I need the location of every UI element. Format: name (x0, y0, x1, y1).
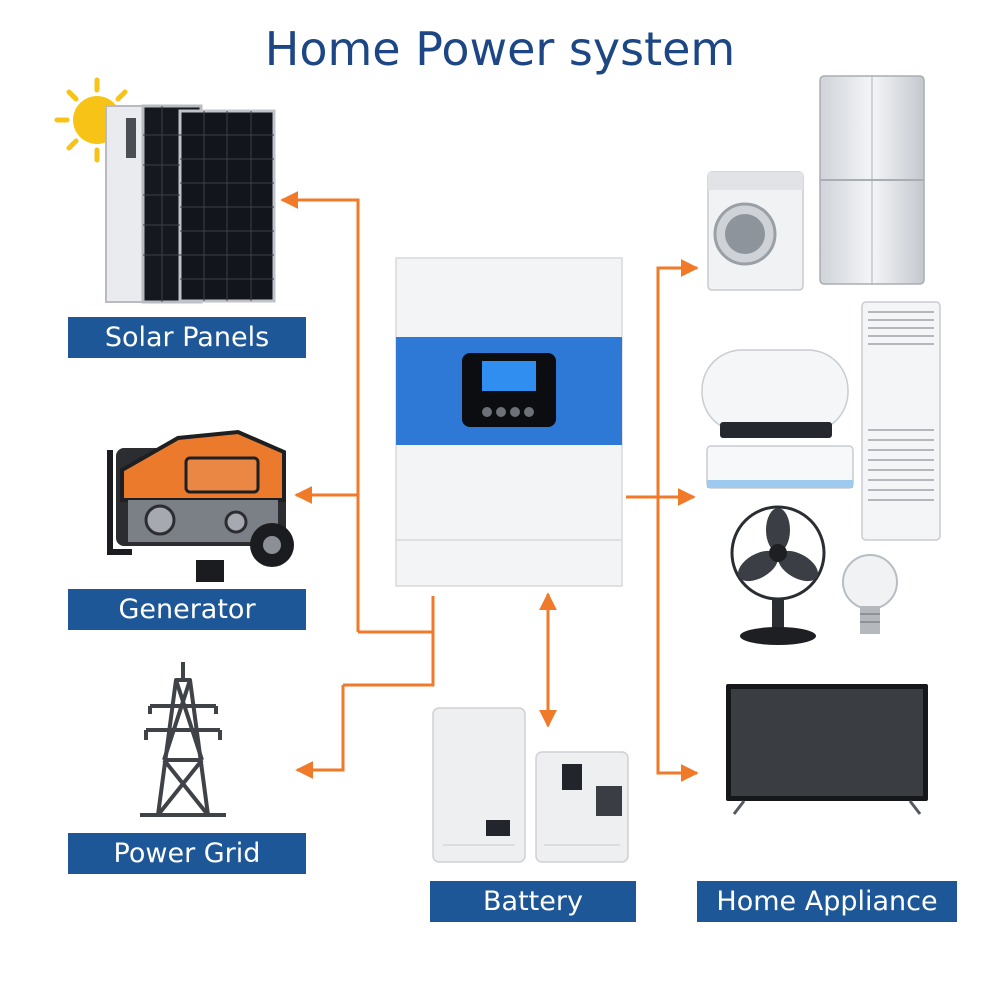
generator-icon (107, 429, 294, 582)
appliance-bottom-arrow (656, 497, 699, 782)
light-bulb-icon (842, 554, 898, 634)
solar-panel-icon (105, 104, 276, 304)
tv-icon (726, 684, 928, 815)
appliance-top-arrow (656, 259, 699, 497)
water-heater-icon (701, 349, 849, 438)
washing-machine-icon (707, 171, 804, 291)
power-grid-label: Power Grid (68, 833, 306, 874)
solar-panels-label: Solar Panels (68, 317, 306, 358)
inverter-icon (395, 257, 623, 587)
battery-icon (432, 707, 629, 863)
home-appliance-label: Home Appliance (697, 881, 957, 922)
generator-label: Generator (68, 589, 306, 630)
power-tower-icon (140, 662, 226, 817)
inverter-left-connector (343, 596, 435, 687)
fan-icon (730, 505, 826, 645)
grid-connection-arrow (295, 685, 345, 779)
solar-connection-arrow (280, 191, 360, 632)
page-title: Home Power system (264, 22, 736, 76)
refrigerator-icon (819, 75, 925, 285)
air-conditioner-icon (706, 445, 854, 489)
battery-label: Battery (430, 881, 636, 922)
tower-ac-icon (861, 301, 941, 541)
connection-lines (280, 191, 699, 782)
